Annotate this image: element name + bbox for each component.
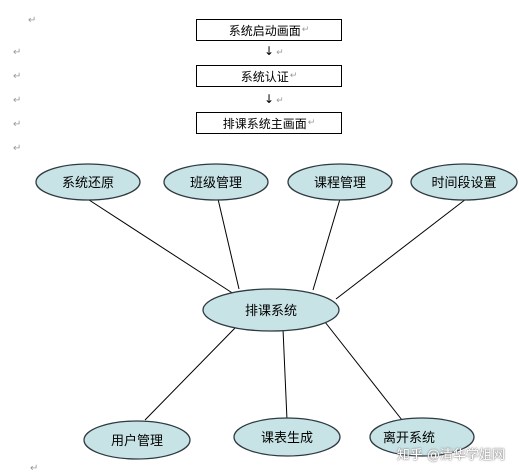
node-class-management: 班级管理 [163,163,269,201]
arrow-glyph: ↓ [264,92,275,106]
node-timetable-generation: 课表生成 [233,417,341,457]
paragraph-mark: ↵ [13,119,22,130]
connector-line [282,328,288,421]
node-user-management: 用户管理 [83,420,191,460]
node-scheduling-system: 排课系统 [202,288,340,332]
node-label: 离开系统 [383,430,435,446]
connector-line [312,198,341,291]
paragraph-mark: ↵ [13,71,22,82]
paragraph-mark: ↵ [13,143,22,154]
flow-box-label: 系统启动画面 [228,23,301,38]
paragraph-mark: ↵ [13,95,22,106]
connector-line [85,197,238,297]
watermark: 知乎 @清华学姐网 [396,448,505,463]
down-arrow-icon: ↓↵ [264,45,284,59]
paragraph-mark: ↵ [276,96,284,106]
node-time-slot-settings: 时间段设置 [410,163,518,201]
node-course-management: 课程管理 [287,163,393,201]
paragraph-mark: ↵ [289,71,298,81]
node-label: 课表生成 [261,431,313,446]
connector-line [335,198,467,300]
node-label: 时间段设置 [431,176,496,191]
node-label: 系统还原 [62,176,114,191]
flow-box-label: 排课系统主画面 [222,116,307,131]
flow-box-main-screen: 排课系统主画面↵ [196,112,342,134]
flow-box-label: 系统认证 [240,69,289,84]
flow-box-authentication: 系统认证↵ [196,65,342,87]
flow-box-startup-screen: 系统启动画面↵ [196,19,342,41]
node-label: 班级管理 [190,176,242,191]
paragraph-mark: ↵ [30,463,39,474]
paragraph-mark: ↵ [301,25,310,35]
arrow-glyph: ↓ [264,44,275,58]
paragraph-mark: ↵ [13,47,22,58]
node-label: 排课系统 [245,304,297,319]
node-system-restore: 系统还原 [35,163,141,201]
down-arrow-icon: ↓↵ [264,93,284,107]
connector-lines [85,197,467,421]
connector-line [324,321,403,421]
paragraph-mark: ↵ [28,15,37,26]
node-label: 课程管理 [314,176,366,191]
paragraph-mark: ↵ [276,48,284,58]
paragraph-mark: ↵ [307,118,316,128]
connector-line [144,326,237,421]
node-exit-system: 离开系统 [369,417,475,457]
node-label: 用户管理 [111,433,163,449]
connector-line [217,198,240,290]
